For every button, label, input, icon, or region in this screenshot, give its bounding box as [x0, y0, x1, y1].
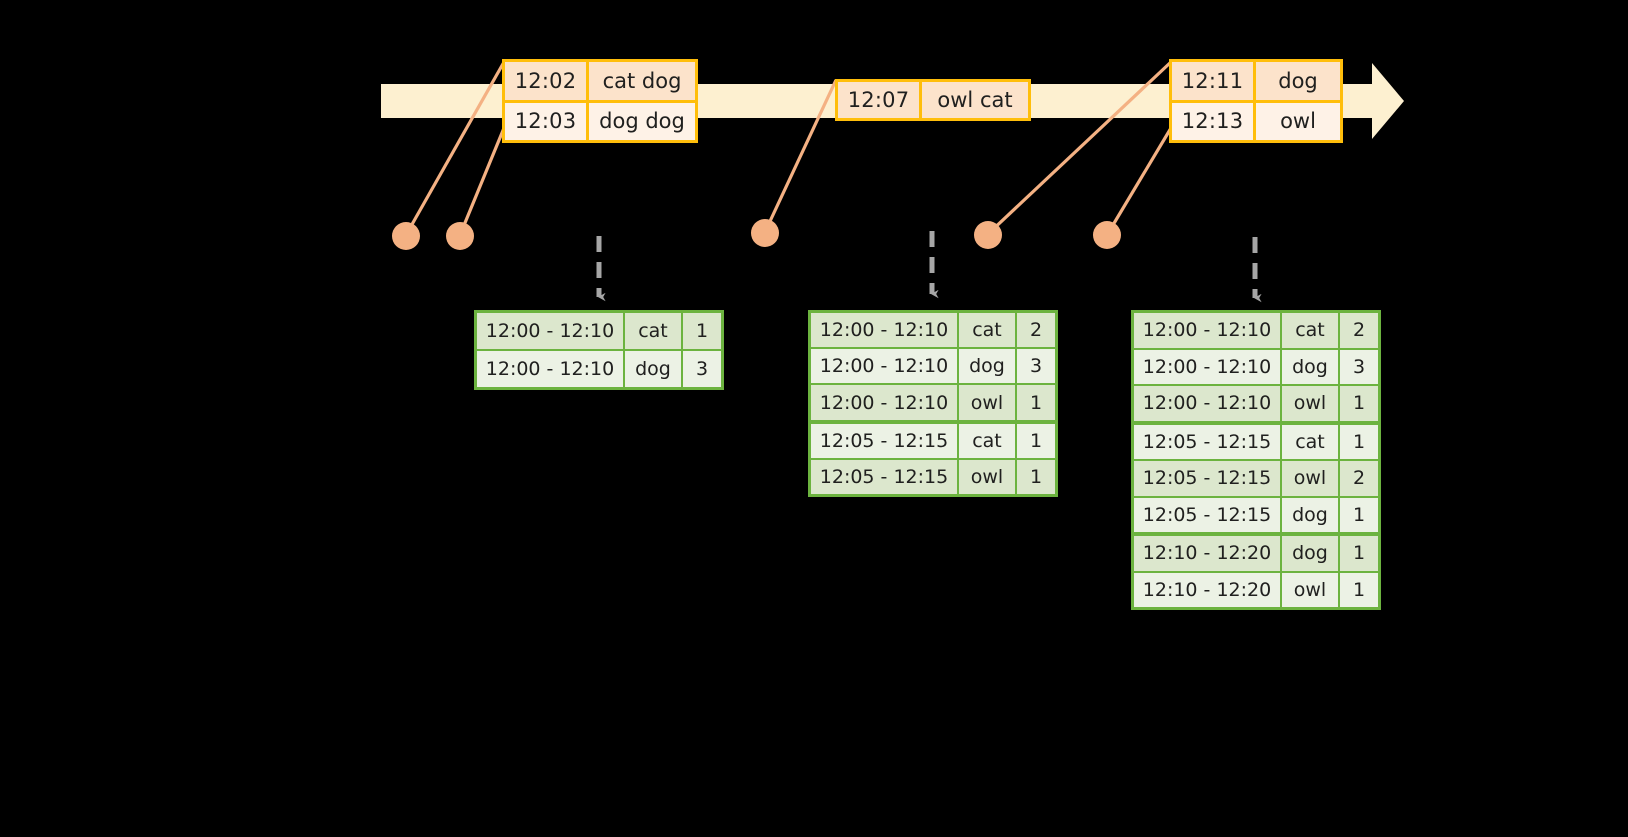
window-cell: 12:05 - 12:15	[1134, 497, 1282, 532]
window-cell: 12:00 - 12:10	[477, 351, 625, 387]
connector-12-02	[404, 61, 506, 236]
event-words: dog dog	[589, 102, 695, 140]
connector-12-07	[763, 79, 838, 233]
count-cell: 1	[1017, 459, 1055, 495]
table-row[interactable]: 12:00 - 12:10 cat 2	[811, 313, 1055, 348]
key-cell: dog	[1282, 536, 1340, 571]
event-words: dog	[1256, 62, 1340, 100]
window-cell: 12:10 - 12:20	[1134, 536, 1282, 571]
window-cell: 12:00 - 12:10	[1134, 349, 1282, 384]
key-cell: cat	[1282, 313, 1340, 348]
table-row[interactable]: 12:00 - 12:10 dog 3	[477, 349, 721, 387]
event-words: owl	[1256, 102, 1340, 140]
event-dot-12-02	[392, 222, 420, 250]
key-cell: dog	[1282, 349, 1340, 384]
table-row[interactable]: 12:00 - 12:10 owl 1	[811, 383, 1055, 420]
event-box-1[interactable]: 12:02 cat dog 12:03 dog dog	[502, 59, 698, 143]
count-cell: 2	[1017, 313, 1055, 348]
table-row[interactable]: 12:00 - 12:10 owl 1	[1134, 384, 1378, 421]
aggregation-table-2[interactable]: 12:00 - 12:10 cat 2 12:00 - 12:10 dog 3 …	[808, 310, 1058, 497]
count-cell: 1	[1017, 423, 1055, 458]
event-row[interactable]: 12:13 owl	[1172, 99, 1340, 140]
count-cell: 1	[1340, 424, 1378, 459]
count-cell: 1	[1340, 536, 1378, 571]
window-cell: 12:00 - 12:10	[811, 385, 959, 420]
table-row[interactable]: 12:00 - 12:10 cat 2	[1134, 313, 1378, 348]
connector-12-13	[1105, 127, 1173, 236]
aggregation-table-3[interactable]: 12:00 - 12:10 cat 2 12:00 - 12:10 dog 3 …	[1131, 310, 1381, 610]
event-dot-12-11	[974, 221, 1002, 249]
event-row[interactable]: 12:11 dog	[1172, 62, 1340, 100]
event-words: cat dog	[589, 62, 695, 100]
event-dot-12-07	[751, 219, 779, 247]
window-cell: 12:00 - 12:10	[811, 349, 959, 384]
count-cell: 2	[1340, 313, 1378, 348]
key-cell: owl	[959, 459, 1017, 495]
key-cell: owl	[959, 385, 1017, 420]
event-row[interactable]: 12:03 dog dog	[505, 99, 695, 140]
event-time: 12:13	[1172, 102, 1256, 140]
event-time: 12:07	[838, 82, 922, 118]
table-row[interactable]: 12:05 - 12:15 dog 1	[1134, 495, 1378, 532]
event-time: 12:02	[505, 62, 589, 100]
count-cell: 1	[1017, 385, 1055, 420]
table-row[interactable]: 12:05 - 12:15 cat 1	[1134, 420, 1378, 459]
table-row[interactable]: 12:05 - 12:15 owl 2	[1134, 459, 1378, 496]
window-cell: 12:00 - 12:10	[811, 313, 959, 348]
key-cell: dog	[1282, 497, 1340, 532]
window-cell: 12:00 - 12:10	[477, 313, 625, 349]
window-cell: 12:05 - 12:15	[811, 459, 959, 495]
window-cell: 12:00 - 12:10	[1134, 313, 1282, 348]
count-cell: 1	[1340, 497, 1378, 532]
event-row[interactable]: 12:07 owl cat	[838, 82, 1028, 118]
window-cell: 12:00 - 12:10	[1134, 386, 1282, 421]
event-dot-12-03	[446, 222, 474, 250]
aggregation-table-1[interactable]: 12:00 - 12:10 cat 1 12:00 - 12:10 dog 3	[474, 310, 724, 390]
count-cell: 1	[683, 313, 721, 349]
count-cell: 1	[1340, 386, 1378, 421]
window-cell: 12:05 - 12:15	[811, 423, 959, 458]
key-cell: dog	[959, 349, 1017, 384]
event-time: 12:11	[1172, 62, 1256, 100]
count-cell: 1	[1340, 572, 1378, 607]
event-dot-12-13	[1093, 221, 1121, 249]
event-dots	[392, 219, 1121, 250]
table-row[interactable]: 12:10 - 12:20 dog 1	[1134, 532, 1378, 571]
key-cell: cat	[625, 313, 683, 349]
event-row[interactable]: 12:02 cat dog	[505, 62, 695, 100]
event-time: 12:03	[505, 102, 589, 140]
key-cell: cat	[959, 423, 1017, 458]
table-row[interactable]: 12:00 - 12:10 dog 3	[1134, 347, 1378, 384]
window-cell: 12:05 - 12:15	[1134, 424, 1282, 459]
key-cell: cat	[959, 313, 1017, 348]
window-cell: 12:05 - 12:15	[1134, 461, 1282, 496]
connector-12-03	[458, 127, 506, 236]
key-cell: owl	[1282, 386, 1340, 421]
table-row[interactable]: 12:00 - 12:10 cat 1	[477, 313, 721, 349]
count-cell: 3	[683, 351, 721, 387]
count-cell: 3	[1340, 349, 1378, 384]
key-cell: cat	[1282, 424, 1340, 459]
count-cell: 3	[1017, 349, 1055, 384]
table-row[interactable]: 12:05 - 12:15 cat 1	[811, 419, 1055, 458]
table-row[interactable]: 12:00 - 12:10 dog 3	[811, 347, 1055, 384]
event-words: owl cat	[922, 82, 1028, 118]
event-box-2[interactable]: 12:07 owl cat	[835, 79, 1031, 121]
key-cell: owl	[1282, 461, 1340, 496]
emit-arrows	[596, 231, 1262, 303]
window-cell: 12:10 - 12:20	[1134, 572, 1282, 607]
event-box-3[interactable]: 12:11 dog 12:13 owl	[1169, 59, 1343, 143]
key-cell: dog	[625, 351, 683, 387]
table-row[interactable]: 12:10 - 12:20 owl 1	[1134, 570, 1378, 607]
count-cell: 2	[1340, 461, 1378, 496]
key-cell: owl	[1282, 572, 1340, 607]
table-row[interactable]: 12:05 - 12:15 owl 1	[811, 457, 1055, 495]
